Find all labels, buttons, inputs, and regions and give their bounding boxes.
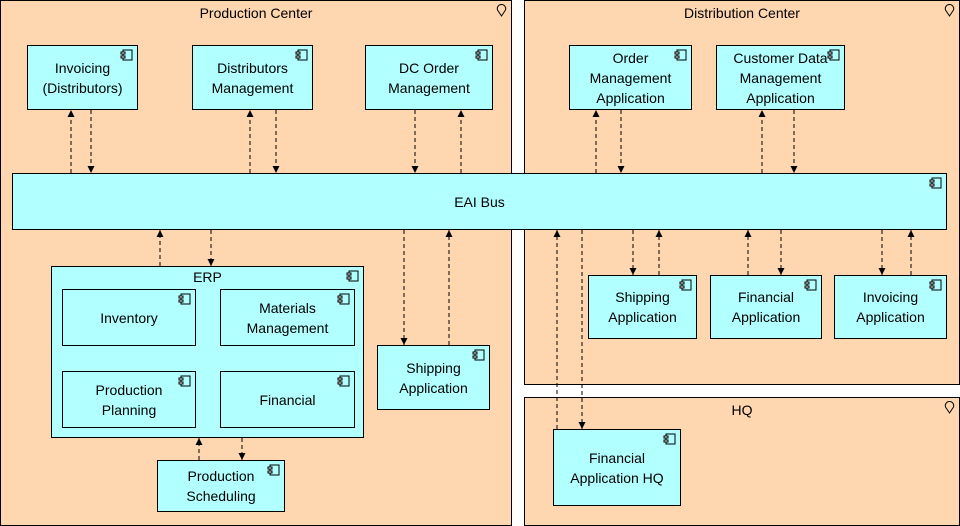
hq-title: HQ <box>731 402 753 418</box>
shipping-application-dc-node[interactable]: Shipping Application <box>588 275 697 339</box>
component-icon <box>827 49 840 61</box>
component-icon <box>475 49 488 61</box>
order-management-application-label: Order Management Application <box>589 49 672 106</box>
erp-label: ERP <box>193 269 222 285</box>
component-icon <box>337 375 350 387</box>
customer-data-management-application-label: Customer Data Management Application <box>733 49 828 106</box>
eai-bus-node[interactable]: EAI Bus <box>12 173 947 230</box>
invoicing-application-dc-label: Invoicing Application <box>856 289 925 325</box>
invoicing-distributors-node[interactable]: Invoicing (Distributors) <box>27 45 138 110</box>
component-icon <box>472 349 485 361</box>
dc-order-management-label: DC Order Management <box>388 59 470 96</box>
invoicing-application-dc-node[interactable]: Invoicing Application <box>834 275 947 339</box>
customer-data-management-application-node[interactable]: Customer Data Management Application <box>716 45 845 110</box>
invoicing-distributors-label: Invoicing (Distributors) <box>42 59 123 96</box>
distribution-center-title: Distribution Center <box>684 5 800 21</box>
financial-application-dc-label: Financial Application <box>731 289 801 325</box>
component-icon <box>663 433 676 445</box>
financial-application-hq-label: Financial Application HQ <box>570 449 664 486</box>
order-management-application-node[interactable]: Order Management Application <box>569 45 692 110</box>
materials-management-label: Materials Management <box>246 299 329 336</box>
component-icon <box>679 279 692 291</box>
financial-application-hq-node[interactable]: Financial Application HQ <box>553 429 681 506</box>
production-planning-node[interactable]: Production Planning <box>62 371 196 428</box>
materials-management-node[interactable]: Materials Management <box>220 289 355 346</box>
financial-label: Financial <box>259 391 316 408</box>
location-pin-icon <box>496 4 507 17</box>
production-planning-label: Production Planning <box>95 381 163 418</box>
component-icon <box>674 49 687 61</box>
distributors-management-node[interactable]: Distributors Management <box>192 45 313 110</box>
component-icon <box>120 49 133 61</box>
distributors-management-label: Distributors Management <box>211 59 294 96</box>
component-icon <box>804 279 817 291</box>
component-icon <box>929 279 942 291</box>
inventory-label: Inventory <box>100 309 158 326</box>
financial-node[interactable]: Financial <box>220 371 355 428</box>
dc-order-management-node[interactable]: DC Order Management <box>365 45 493 110</box>
shipping-application-pc-node[interactable]: Shipping Application <box>377 345 490 410</box>
location-pin-icon <box>944 4 955 17</box>
component-icon <box>929 177 942 189</box>
financial-application-dc-node[interactable]: Financial Application <box>710 275 822 339</box>
production-scheduling-node[interactable]: Production Scheduling <box>157 460 285 512</box>
component-icon <box>295 49 308 61</box>
location-pin-icon <box>944 401 955 414</box>
production-scheduling-label: Production Scheduling <box>186 468 256 504</box>
component-icon <box>267 464 280 476</box>
inventory-node[interactable]: Inventory <box>62 289 196 346</box>
component-icon <box>337 293 350 305</box>
component-icon <box>178 293 191 305</box>
shipping-application-dc-label: Shipping Application <box>608 289 677 325</box>
production-center-title: Production Center <box>199 5 313 21</box>
eai-bus-label: EAI Bus <box>454 193 505 210</box>
component-icon <box>346 270 359 282</box>
shipping-application-pc-label: Shipping Application <box>399 359 468 396</box>
component-icon <box>178 375 191 387</box>
